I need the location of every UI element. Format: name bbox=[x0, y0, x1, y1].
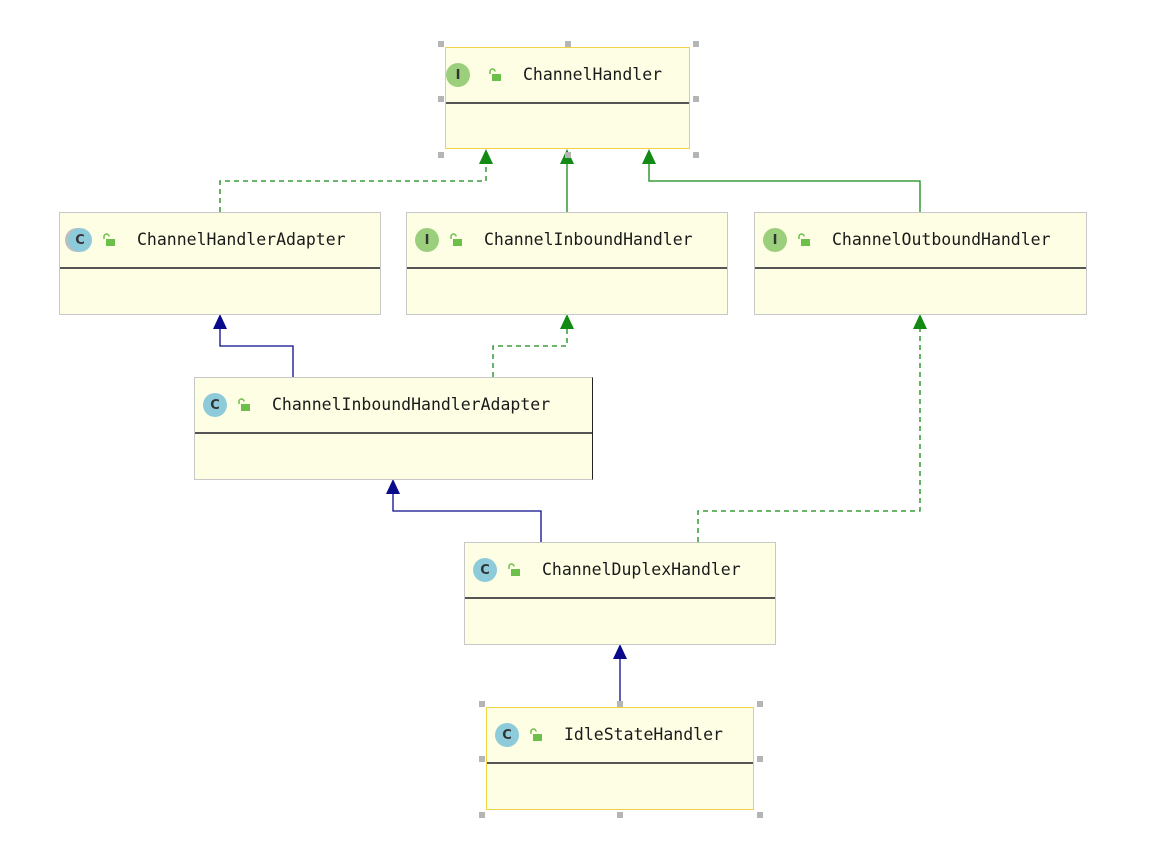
node-header: C ChannelDuplexHandler bbox=[465, 543, 775, 597]
unlocked-icon bbox=[450, 233, 462, 246]
selection-handle[interactable] bbox=[479, 701, 485, 707]
node-divider bbox=[755, 267, 1086, 269]
arrowhead-channelduplexhandler bbox=[613, 644, 627, 659]
selection-handle[interactable] bbox=[617, 812, 623, 818]
node-divider bbox=[407, 267, 727, 269]
node-divider bbox=[60, 267, 380, 269]
selection-handle[interactable] bbox=[438, 41, 444, 47]
node-divider bbox=[465, 597, 775, 599]
arrowhead-channeloutboundhandler bbox=[913, 314, 927, 329]
selection-handle[interactable] bbox=[565, 41, 571, 47]
class-icon: C bbox=[495, 723, 519, 747]
selection-handle[interactable] bbox=[479, 756, 485, 762]
selection-handle[interactable] bbox=[565, 152, 571, 158]
edge-channelinboundhandleradapter-extends-channelhandleradapter bbox=[219, 329, 294, 377]
arrowhead-channelinboundhandler bbox=[560, 314, 574, 329]
node-channelhandleradapter[interactable]: C ChannelHandlerAdapter bbox=[59, 212, 381, 315]
node-title: IdleStateHandler bbox=[564, 725, 723, 744]
class-icon: C bbox=[473, 558, 497, 582]
node-title: ChannelHandler bbox=[523, 65, 663, 84]
node-title: ChannelDuplexHandler bbox=[542, 560, 741, 579]
abstract-class-icon: C bbox=[68, 228, 92, 252]
selection-handle[interactable] bbox=[693, 41, 699, 47]
node-header: I ChannelHandler bbox=[446, 48, 689, 102]
selection-handle[interactable] bbox=[617, 701, 623, 707]
class-icon: C bbox=[203, 393, 227, 417]
node-divider bbox=[195, 432, 592, 434]
edge-channelhandleradapter-implements-channelhandler bbox=[219, 164, 487, 212]
node-channelinboundhandler[interactable]: I ChannelInboundHandler bbox=[406, 212, 728, 315]
interface-icon: I bbox=[763, 228, 787, 252]
unlocked-icon bbox=[238, 398, 250, 411]
selection-handle[interactable] bbox=[438, 152, 444, 158]
node-title: ChannelInboundHandler bbox=[484, 230, 693, 249]
edge-channeloutboundhandler-extends-channelhandler bbox=[648, 164, 921, 212]
node-channelinboundhandleradapter[interactable]: C ChannelInboundHandlerAdapter bbox=[194, 377, 593, 480]
interface-icon: I bbox=[446, 63, 470, 87]
selection-handle[interactable] bbox=[479, 812, 485, 818]
arrowhead-channelhandler-right bbox=[642, 149, 656, 164]
selection-handle[interactable] bbox=[757, 756, 763, 762]
unlocked-icon bbox=[508, 563, 520, 576]
selection-handle[interactable] bbox=[757, 812, 763, 818]
node-divider bbox=[487, 762, 753, 764]
selection-handle[interactable] bbox=[438, 96, 444, 102]
node-header: I ChannelInboundHandler bbox=[407, 213, 727, 267]
unlocked-icon bbox=[530, 728, 542, 741]
arrowhead-channelhandleradapter bbox=[213, 314, 227, 329]
interface-icon: I bbox=[415, 228, 439, 252]
node-channelhandler[interactable]: I ChannelHandler bbox=[445, 47, 690, 149]
selection-handle[interactable] bbox=[757, 701, 763, 707]
edge-channelinboundhandleradapter-implements-channelinboundhandler bbox=[492, 329, 568, 377]
node-idlestatehandler[interactable]: C IdleStateHandler bbox=[486, 707, 754, 810]
node-divider bbox=[446, 102, 689, 104]
node-channelduplexhandler[interactable]: C ChannelDuplexHandler bbox=[464, 542, 776, 645]
node-title: ChannelHandlerAdapter bbox=[137, 230, 346, 249]
node-title: ChannelOutboundHandler bbox=[832, 230, 1051, 249]
edge-channelduplexhandler-implements-channeloutboundhandler bbox=[697, 329, 921, 542]
node-header: C ChannelInboundHandlerAdapter bbox=[195, 378, 592, 432]
node-title: ChannelInboundHandlerAdapter bbox=[272, 395, 551, 414]
selection-handle[interactable] bbox=[693, 96, 699, 102]
node-header: C ChannelHandlerAdapter bbox=[60, 213, 380, 267]
unlocked-icon bbox=[103, 233, 115, 246]
arrowhead-channelhandler-left bbox=[479, 149, 493, 164]
selection-handle[interactable] bbox=[693, 152, 699, 158]
arrowhead-channelinboundhandleradapter bbox=[386, 479, 400, 494]
node-channeloutboundhandler[interactable]: I ChannelOutboundHandler bbox=[754, 212, 1087, 315]
node-header: C IdleStateHandler bbox=[487, 708, 753, 762]
unlocked-icon bbox=[489, 68, 501, 81]
edge-channelduplexhandler-extends-channelinboundhandleradapter bbox=[392, 494, 542, 542]
unlocked-icon bbox=[798, 233, 810, 246]
node-header: I ChannelOutboundHandler bbox=[755, 213, 1086, 267]
